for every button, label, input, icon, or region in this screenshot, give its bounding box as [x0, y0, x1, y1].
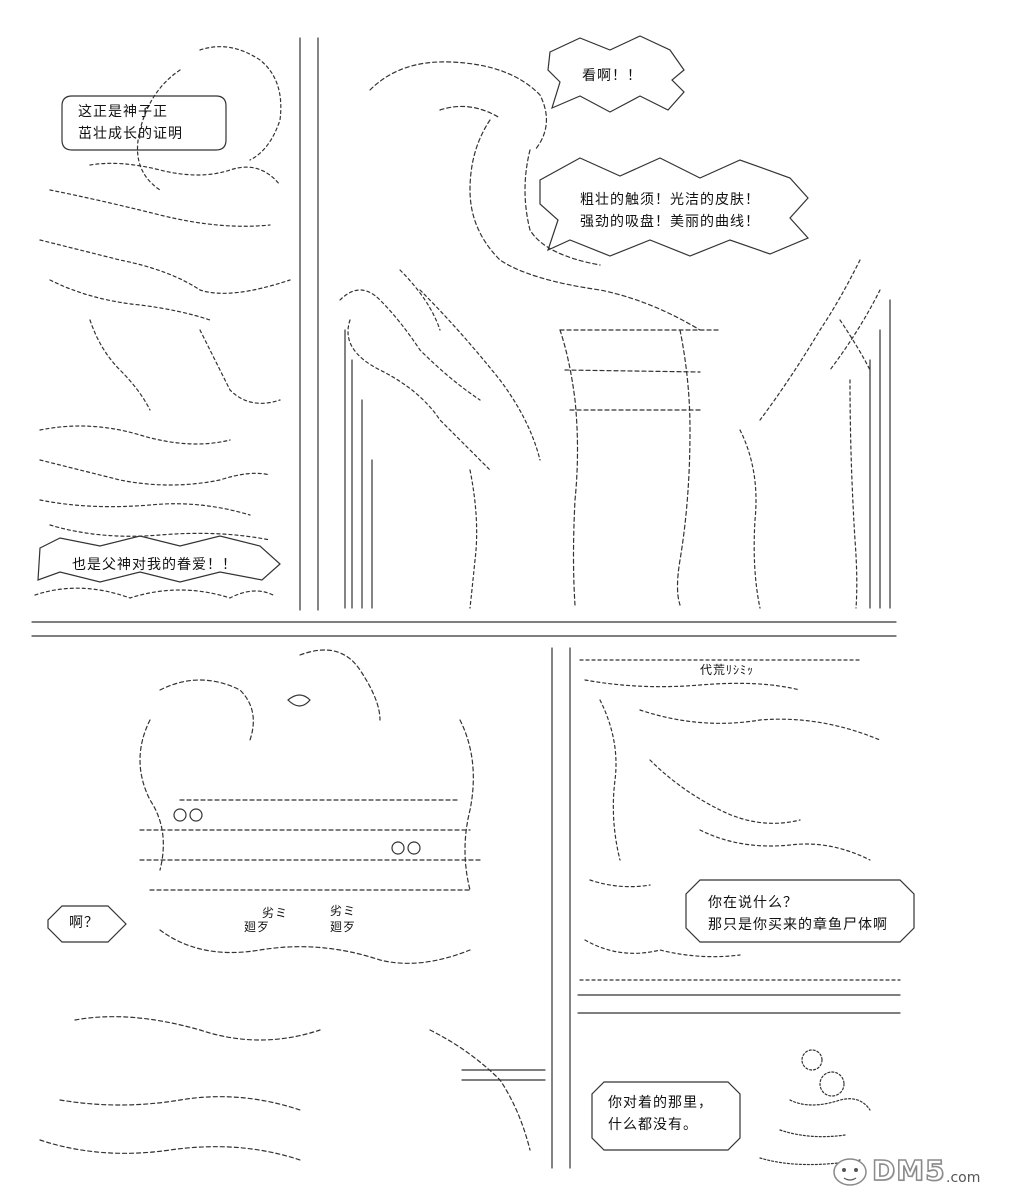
right-wall-lines: [461, 1069, 546, 1081]
speech-bubble-7: [591, 1081, 741, 1151]
watermark-text: DM5: [871, 1153, 946, 1188]
bubble-7-line-1: 你对着的那里，: [608, 1095, 713, 1111]
bubble-3-text: 看啊！！: [582, 68, 642, 84]
bubble-4-line-2: 强劲的吸盘！美丽的曲线！: [580, 214, 760, 230]
panel-dividers: [31, 37, 901, 1169]
bubble-2-text: 也是父神对我的眷爱！！: [72, 557, 237, 573]
creature-label-2: 廻歹: [244, 920, 271, 934]
bubble-4-line-1: 粗壮的触须！光洁的皮肤！: [580, 192, 760, 208]
bubble-1-line-1: 这正是神子正: [78, 104, 168, 120]
creature-eyes: [173, 694, 421, 855]
bubble-5-text: 啊？: [69, 915, 99, 931]
speech-bubble-4: [539, 157, 810, 257]
speech-bubble-1: [61, 95, 227, 151]
small-character: [759, 1049, 871, 1166]
hatching: [344, 299, 891, 609]
figure-label: 代荒ﾘｼﾐｯ: [700, 663, 755, 677]
figure-top-left: [34, 46, 291, 599]
right-hand: [739, 259, 881, 609]
bubble-6-line-2: 那只是你买来的章鱼尸体啊: [708, 917, 888, 933]
figure-bottom-right: [579, 659, 901, 981]
mascot-icon: [833, 1158, 867, 1186]
bubble-1-line-2: 茁壮成长的证明: [78, 126, 183, 142]
bubble-7-line-2: 什么都没有。: [608, 1117, 698, 1133]
speech-bubble-5: [47, 905, 127, 943]
dm5-watermark: DM5 .com: [828, 1150, 998, 1190]
creature-label-4: 廻歹: [330, 920, 357, 934]
creature-label-3: 劣ミ: [330, 904, 357, 918]
speech-bubble-3: [547, 35, 685, 113]
speech-bubble-2: [37, 535, 281, 583]
creature-label-1: 劣ミ: [262, 906, 289, 920]
tentacle: [369, 61, 721, 606]
left-hand: [339, 269, 541, 609]
speech-bubble-6: [685, 879, 915, 943]
watermark-sub: .com: [946, 1170, 981, 1186]
bubble-6-line-1: 你在说什么？: [708, 895, 798, 911]
